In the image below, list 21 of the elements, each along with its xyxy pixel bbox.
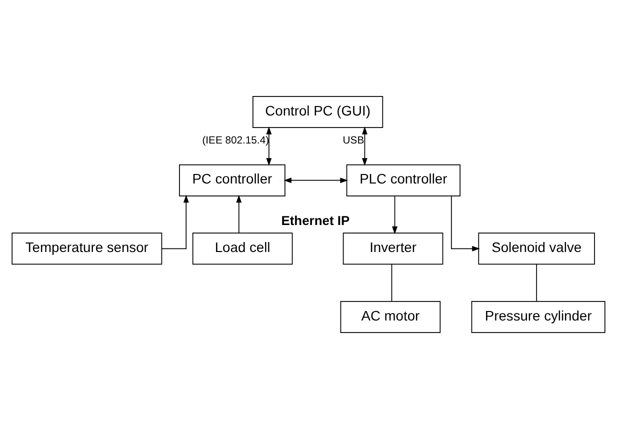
arrow — [362, 126, 368, 166]
node-box: Load cell — [192, 232, 293, 265]
node-box: Solenoid valve — [478, 232, 595, 265]
node-box: Pressure cylinder — [471, 300, 606, 333]
node-box: Inverter — [342, 232, 444, 265]
arrow — [236, 194, 242, 234]
edge-label: Ethernet IP — [281, 212, 350, 228]
arrow — [450, 196, 480, 252]
node-box: PLC controller — [346, 164, 460, 196]
node-box: Temperature sensor — [12, 232, 162, 265]
edge-label: (IEE 802.15.4) — [202, 135, 270, 146]
edge-label: USB — [342, 135, 364, 146]
arrow — [161, 194, 189, 250]
arrow — [392, 196, 398, 234]
connector — [536, 264, 538, 302]
node-box: PC controller — [179, 164, 286, 196]
node-box: AC motor — [340, 300, 441, 333]
arrow — [284, 178, 348, 184]
node-box: Control PC (GUI) — [252, 96, 384, 128]
arrow — [266, 126, 272, 166]
connector — [391, 264, 392, 302]
